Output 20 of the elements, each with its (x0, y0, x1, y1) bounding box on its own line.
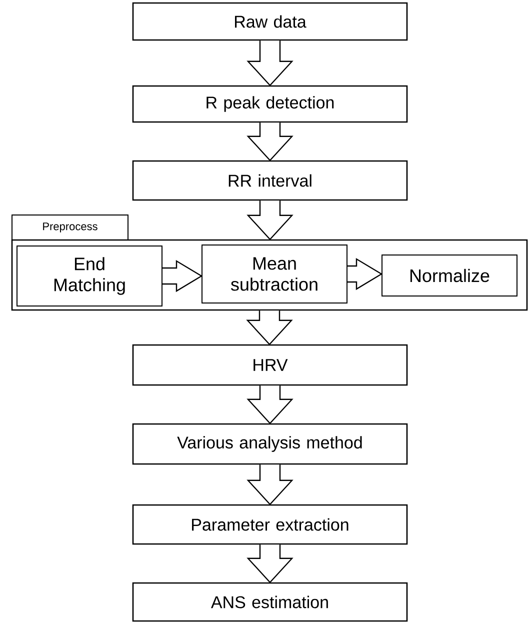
process-box: Raw data (132, 2, 408, 41)
block-arrow (246, 310, 293, 346)
block-arrow (246, 544, 294, 584)
block-arrow (246, 200, 294, 240)
process-box: R peak detection (132, 85, 408, 123)
process-box: HRV (132, 344, 408, 386)
process-box: Parameter extraction (132, 504, 408, 545)
block-arrow (246, 122, 294, 162)
block-arrow (246, 464, 294, 506)
block-arrow (162, 260, 203, 292)
process-box: Various analysis method (132, 423, 408, 465)
process-box: RR interval (132, 160, 408, 201)
process-box: ANS estimation (132, 582, 408, 622)
process-box: End Matching (16, 246, 162, 306)
process-box: Mean subtraction (202, 244, 348, 304)
process-box: Normalize (382, 254, 518, 296)
node-label: Preprocess (43, 222, 98, 232)
block-arrow (346, 258, 383, 290)
block-arrow (246, 385, 294, 424)
block-arrow (246, 40, 294, 86)
